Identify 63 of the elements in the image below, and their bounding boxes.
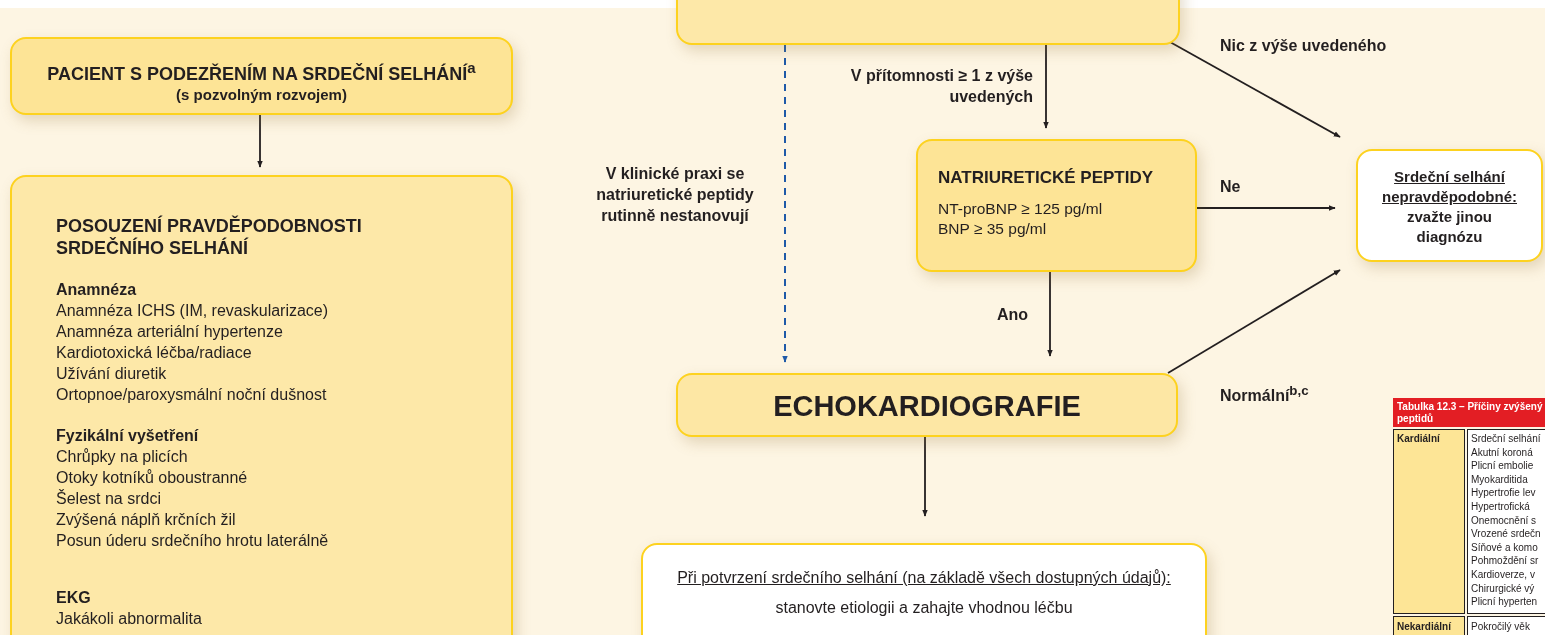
table-text: Pohmoždění sr [1471, 555, 1539, 567]
node-text: NT-proBNP ≥ 125 pg/ml [938, 199, 1104, 219]
table-text: Síňové a komo [1471, 541, 1538, 553]
peptide-box [916, 139, 1197, 272]
edge-label: Nic z výše uvedeného [1220, 36, 1388, 56]
node-text: Zvýšená náplň krčních žil [56, 510, 237, 530]
edge-label: Ano [995, 305, 1030, 325]
node-text: Fyzikální vyšetření [56, 426, 200, 446]
edge-label: Normální$^{b,c}$ [1220, 382, 1310, 407]
node-heading: ECHOKARDIOGRAFIE [772, 389, 1082, 423]
arrow [782, 44, 788, 363]
node-heading: Srdeční selhání nepravděpodobné: [1381, 167, 1518, 207]
table-text: Akutní koroná [1471, 446, 1533, 458]
arrow [1047, 271, 1053, 357]
table-text: Kardiální [1397, 433, 1440, 444]
node-text: BNP ≥ 35 pg/ml [938, 219, 1048, 239]
table-text: Plicní hyperten [1471, 596, 1538, 608]
node-heading: Při potvrzení srdečního selhání (na základě všech dostupných údajů): [676, 568, 1172, 588]
table-text: Plicní embolie [1471, 460, 1534, 472]
node-text: Posun úderu srdečního hrotu laterálně [56, 531, 330, 551]
echo-box [676, 373, 1178, 437]
arrow [1196, 205, 1336, 211]
node-text: Ortopnoe/paroxysmální noční dušnost [56, 385, 328, 405]
node-text: Anamnéza arteriální hypertenze [56, 322, 284, 342]
table-text: Srdeční selhání [1471, 433, 1541, 444]
edge-label: Ne [1220, 177, 1242, 197]
node-text: stanovte etiologii a zahajte vhodnou léčbu [774, 598, 1074, 618]
node-text: Kardiotoxická léčba/radiace [56, 343, 253, 363]
table-title: Tabulka 12.3 – Příčiny zvýšený [1397, 401, 1543, 412]
arrow [1043, 44, 1049, 129]
node-heading: PACIENT S PODEZŘENÍM NA SRDEČNÍ SELHÁNÍ$^{a}$ [46, 58, 477, 85]
node-text: (s pozvolným rozvojem) [175, 85, 348, 104]
node-text: Užívání diuretik [56, 364, 168, 384]
table-text: Kardioverze, v [1471, 569, 1535, 580]
edge-label: V přítomnosti ≥ 1 z výše uvedených [850, 66, 1033, 107]
edge-label: V klinické praxi se natriuretické peptidy rutinně nestanovují [595, 164, 755, 226]
node-heading: NATRIURETICKÉ PEPTIDY [938, 167, 1155, 189]
table-title: peptidů [1397, 413, 1434, 424]
node-text: EKG [56, 588, 92, 608]
node-text: Anamnéza ICHS (IM, revaskularizace) [56, 301, 330, 321]
result-box [641, 543, 1207, 635]
node-text: Chrůpky na plicích [56, 447, 189, 467]
outcome-box [1356, 149, 1543, 262]
node-text: Jakákoli abnormalita [56, 609, 203, 629]
arrow [1169, 41, 1341, 138]
table-text: Hypertrofická [1471, 501, 1530, 512]
table-text: Myokarditida [1471, 473, 1528, 485]
node-text: zvažte jinou diagnózu [1406, 207, 1493, 247]
table-text: Chirurgické vý [1471, 582, 1535, 594]
node-text: Otoky kotníků oboustranné [56, 468, 249, 488]
node-text: Šelest na srdci [56, 488, 162, 509]
table-text: Pokročilý věk [1471, 621, 1530, 632]
arrow [922, 436, 928, 517]
start-box [10, 37, 513, 115]
table-text: Vrozené srdečn [1471, 528, 1541, 540]
table-text: Hypertrofie lev [1471, 487, 1536, 499]
table-text: Onemocnění s [1471, 514, 1537, 526]
node-text: Anamnéza [56, 280, 138, 300]
assessment-box [10, 175, 513, 635]
arrow [257, 114, 263, 168]
arrow [1167, 269, 1341, 374]
node-heading: POSOUZENÍ PRAVDĚPODOBNOSTI SRDEČNÍHO SELHÁNÍ [56, 215, 363, 259]
table-text: Nekardiální [1397, 621, 1451, 632]
